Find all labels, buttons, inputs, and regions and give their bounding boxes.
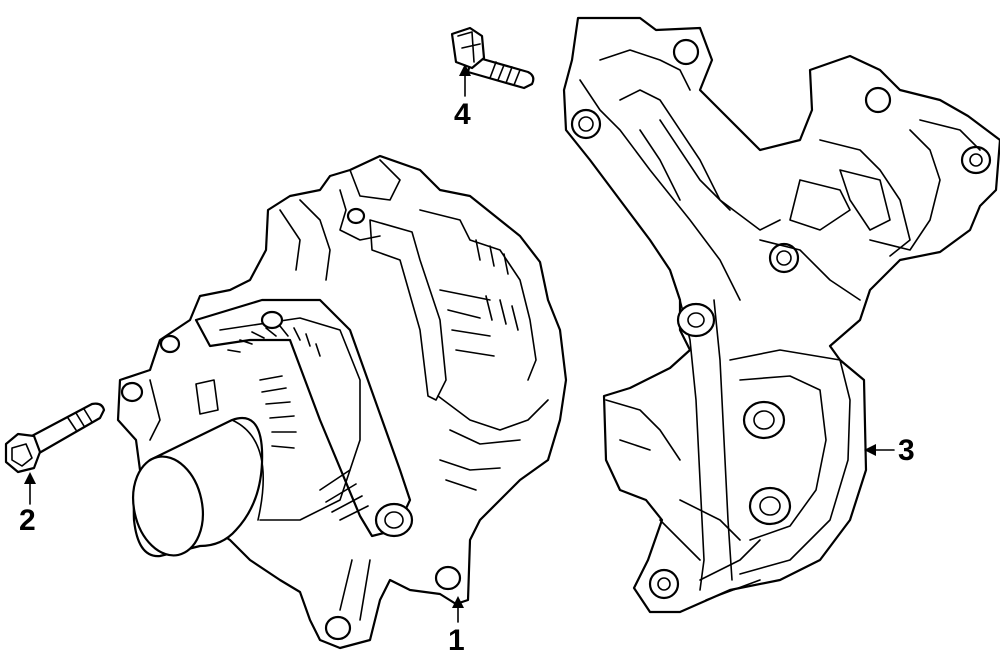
callout-4: 4: [454, 98, 471, 131]
alternator-part-1: [116, 154, 568, 650]
callout-2: 2: [19, 504, 36, 537]
bracket-bolt-part-4: [450, 26, 535, 90]
leader-arrows: [24, 64, 895, 623]
callout-3: 3: [898, 434, 915, 467]
alternator-bolt-part-2: [4, 402, 106, 474]
callout-1: 1: [448, 624, 465, 657]
mounting-bracket-part-3: [562, 16, 1000, 614]
